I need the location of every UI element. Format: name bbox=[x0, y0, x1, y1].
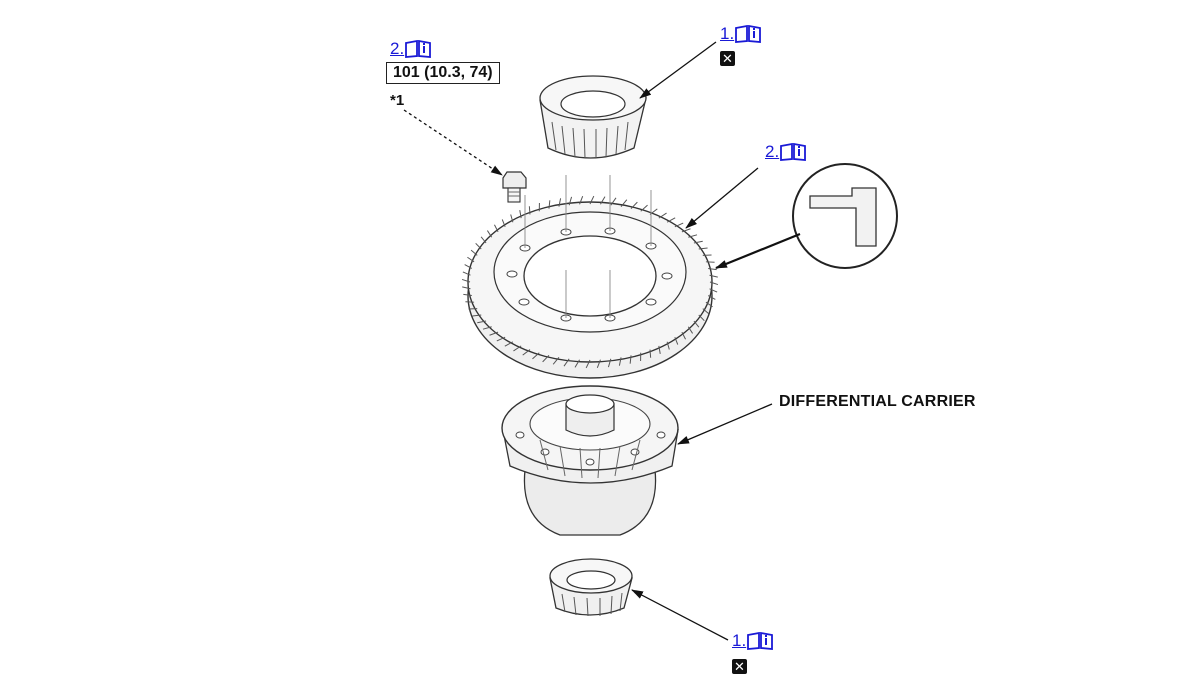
gear-tooth bbox=[709, 288, 718, 293]
gear-tooth bbox=[462, 286, 471, 290]
gear-tooth bbox=[698, 247, 708, 250]
gear-tooth bbox=[563, 358, 570, 367]
gear-tooth bbox=[482, 326, 492, 330]
gear-tooth bbox=[693, 240, 703, 244]
gear-tooth bbox=[463, 293, 472, 297]
gear-tooth bbox=[707, 295, 716, 300]
leader-lower-bearing bbox=[631, 589, 729, 641]
gear-tooth bbox=[629, 355, 632, 364]
leader-differential-carrier bbox=[677, 403, 773, 445]
ring-gear-bolt bbox=[502, 171, 527, 203]
gear-tooth bbox=[709, 274, 718, 278]
gear-tooth bbox=[522, 349, 531, 356]
gear-tooth bbox=[709, 281, 719, 286]
leader-bolt bbox=[403, 109, 503, 176]
gear-tooth bbox=[472, 314, 482, 317]
upper-bearing bbox=[539, 75, 647, 159]
leader-ring-gear bbox=[685, 167, 759, 229]
ref-link-lower-bearing[interactable]: 1. bbox=[732, 632, 774, 650]
gear-tooth bbox=[486, 230, 493, 238]
gear-tooth bbox=[574, 359, 580, 368]
ref-link-bolt[interactable]: 2. bbox=[390, 40, 432, 58]
gear-tooth bbox=[501, 219, 506, 228]
replace-part-icon: ✕ bbox=[732, 659, 747, 674]
differential-carrier-label: DIFFERENTIAL CARRIER bbox=[779, 393, 976, 410]
gear-tooth bbox=[705, 301, 713, 308]
gear-tooth bbox=[600, 196, 606, 205]
gear-tooth bbox=[596, 359, 601, 369]
gear-tooth bbox=[630, 201, 638, 210]
gear-tooth bbox=[618, 357, 622, 366]
gear-tooth bbox=[464, 264, 473, 269]
gear-tooth bbox=[702, 308, 710, 315]
info-book-icon bbox=[747, 632, 774, 650]
gear-tooth bbox=[620, 199, 628, 207]
chamfer-detail-view bbox=[792, 163, 898, 269]
gear-tooth bbox=[513, 345, 522, 352]
note-marker: *1 bbox=[390, 92, 405, 109]
gear-tooth bbox=[532, 352, 540, 360]
gear-tooth bbox=[658, 212, 667, 219]
gear-tooth bbox=[510, 214, 514, 223]
gear-tooth bbox=[558, 198, 562, 207]
gear-tooth bbox=[552, 357, 560, 365]
gear-tooth bbox=[658, 345, 661, 354]
torque-spec-box: 101 (10.3, 74) bbox=[386, 62, 500, 84]
gear-tooth bbox=[666, 217, 676, 223]
gear-tooth bbox=[589, 195, 595, 205]
gear-tooth bbox=[548, 200, 551, 209]
ref-link-upper-bearing[interactable]: 1. bbox=[720, 25, 762, 43]
gear-tooth bbox=[607, 358, 612, 368]
gear-tooth bbox=[504, 341, 514, 347]
info-book-icon bbox=[780, 143, 807, 161]
gear-tooth bbox=[579, 195, 584, 205]
gear-tooth bbox=[666, 341, 670, 350]
gear-tooth bbox=[674, 222, 684, 228]
gear-tooth bbox=[519, 210, 522, 219]
gear-tooth bbox=[649, 349, 652, 358]
gear-tooth bbox=[470, 249, 478, 256]
gear-tooth bbox=[610, 197, 617, 206]
gear-tooth bbox=[688, 234, 698, 238]
leader-upper-bearing bbox=[639, 41, 717, 99]
gear-tooth bbox=[674, 336, 679, 345]
differential-carrier bbox=[501, 385, 679, 536]
gear-tooth bbox=[693, 320, 700, 328]
gear-tooth bbox=[480, 236, 487, 244]
gear-tooth bbox=[585, 359, 591, 369]
gear-tooth bbox=[462, 271, 471, 276]
lower-bearing bbox=[549, 558, 633, 617]
gear-tooth bbox=[467, 256, 475, 263]
gear-tooth bbox=[477, 320, 487, 324]
leader-detail bbox=[715, 232, 801, 270]
info-book-icon bbox=[735, 25, 762, 43]
gear-tooth bbox=[568, 196, 573, 206]
gear-tooth bbox=[496, 336, 506, 342]
gear-tooth bbox=[681, 228, 691, 233]
gear-tooth bbox=[640, 204, 648, 212]
gear-tooth bbox=[489, 331, 499, 336]
gear-tooth bbox=[698, 314, 705, 322]
gear-tooth bbox=[475, 242, 482, 250]
info-book-icon bbox=[405, 40, 432, 58]
gear-tooth bbox=[708, 267, 717, 271]
gear-tooth bbox=[542, 354, 550, 363]
replace-part-icon: ✕ bbox=[720, 51, 735, 66]
gear-tooth bbox=[461, 278, 471, 283]
ring-gear bbox=[461, 175, 719, 379]
ref-link-ring-gear[interactable]: 2. bbox=[765, 143, 807, 161]
gear-tooth bbox=[528, 206, 531, 215]
gear-tooth bbox=[681, 331, 686, 340]
gear-tooth bbox=[494, 224, 499, 233]
gear-tooth bbox=[687, 326, 694, 334]
